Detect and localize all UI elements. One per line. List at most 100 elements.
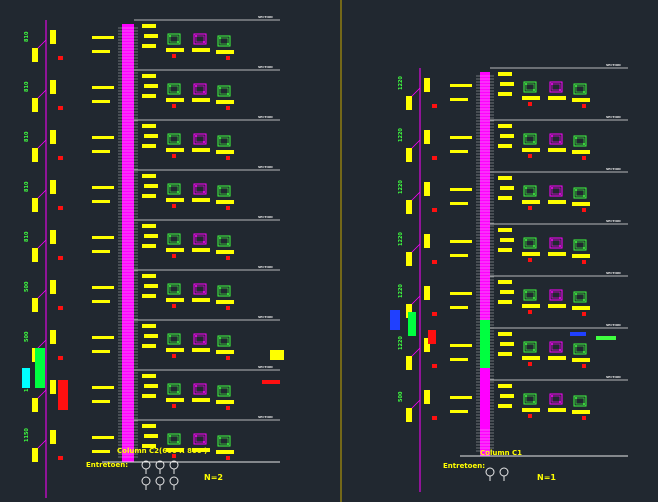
- section-tag: [166, 148, 184, 152]
- column-section-inner: [219, 287, 229, 295]
- column-section-outline: [193, 133, 207, 145]
- section-note: SECTION: [606, 375, 621, 379]
- section-tag: [166, 248, 184, 252]
- section-tag: [216, 50, 234, 54]
- column-section-bar: [551, 239, 553, 241]
- bar-tag: [92, 36, 114, 39]
- bar-tag: [92, 286, 114, 289]
- section-mark: [528, 414, 532, 418]
- section-mark: [226, 306, 230, 310]
- bar-mark: [58, 106, 63, 110]
- column-section-outline: [167, 333, 181, 345]
- bar-mark: [58, 206, 63, 210]
- column-section: [167, 233, 181, 245]
- column-section-outline: [573, 239, 587, 251]
- column-section-bar: [169, 135, 171, 137]
- bar-tag: [406, 96, 412, 110]
- column-section-outline: [549, 185, 563, 197]
- column-section-outline: [193, 83, 207, 95]
- column-section-bar: [551, 291, 553, 293]
- column-section-bar: [227, 43, 229, 45]
- column-section-outline: [573, 187, 587, 199]
- column-section-outline: [217, 385, 231, 397]
- stirrup-tag: [498, 352, 512, 356]
- bar-tag: [50, 30, 56, 44]
- stirrup-tag: [142, 224, 156, 228]
- stirrup-tag: [500, 394, 514, 398]
- column-section-bar: [551, 187, 553, 189]
- column-section-bar: [177, 241, 179, 243]
- beam-mark: [596, 336, 616, 340]
- left-column-detail: 81081081081081050050011201150SECTIONSECT…: [22, 15, 284, 498]
- column-section-bar: [525, 239, 527, 241]
- bar-tag: [92, 186, 114, 189]
- bar-tag: [50, 380, 56, 394]
- bar-tag: [50, 330, 56, 344]
- column-section-inner: [551, 291, 561, 299]
- stirrup-icon-ring: [485, 467, 495, 477]
- column-section-bar: [583, 195, 585, 197]
- bar-tag: [32, 448, 38, 462]
- column-section-bar: [177, 91, 179, 93]
- stirrup-tag: [144, 134, 158, 138]
- column-section-inner: [219, 437, 229, 445]
- column-section-bar: [533, 141, 535, 143]
- column-section: [193, 183, 207, 195]
- joint-block: [408, 312, 416, 336]
- column-section: [523, 341, 537, 353]
- bar-tag: [92, 386, 114, 389]
- column-section-bar: [195, 135, 197, 137]
- column-section-bar: [203, 391, 205, 393]
- column-section-bar: [203, 441, 205, 443]
- stirrup-icon: [141, 460, 151, 474]
- section-tag: [522, 408, 540, 412]
- bar-tag: [50, 130, 56, 144]
- column-section-bar: [219, 87, 221, 89]
- column-section-bar: [533, 401, 535, 403]
- bar-tag: [450, 292, 472, 295]
- dimension-label: 810: [24, 181, 30, 192]
- column-section-outline: [573, 395, 587, 407]
- column-section-outline: [217, 285, 231, 297]
- stirrup-icon-ring: [141, 476, 151, 486]
- dimension-label: 1220: [398, 76, 404, 90]
- column-section-outline: [523, 393, 537, 405]
- bar-tag: [406, 148, 412, 162]
- column-section-bar: [219, 187, 221, 189]
- column-section-bar: [533, 245, 535, 247]
- column-section-bar: [219, 137, 221, 139]
- section-note: SECTION: [606, 167, 621, 171]
- column-section-outline: [193, 233, 207, 245]
- column-section-bar: [169, 385, 171, 387]
- column-section-outline: [167, 283, 181, 295]
- column-section-inner: [169, 235, 179, 243]
- section-tag: [192, 398, 210, 402]
- column-section-inner: [169, 185, 179, 193]
- bar-tag: [450, 188, 472, 191]
- section-mark: [582, 208, 586, 212]
- section-tag: [572, 306, 590, 310]
- column-section-inner: [525, 395, 535, 403]
- column-section-outline: [217, 335, 231, 347]
- column-section: [549, 133, 563, 145]
- section-tag: [572, 150, 590, 154]
- stirrup-tag: [144, 184, 158, 188]
- column-section-inner: [195, 435, 205, 443]
- main-bars: [122, 24, 134, 462]
- column-section-outline: [523, 289, 537, 301]
- column-section-inner: [525, 135, 535, 143]
- column-section-inner: [551, 395, 561, 403]
- bar-tag: [424, 130, 430, 144]
- stirrup-tag: [500, 134, 514, 138]
- column-section-outline: [193, 283, 207, 295]
- column-section-inner: [195, 135, 205, 143]
- column-section-bar: [583, 351, 585, 353]
- joint-tag: [270, 350, 284, 360]
- column-section-outline: [549, 237, 563, 249]
- column-section-inner: [169, 35, 179, 43]
- section-note: SECTION: [258, 365, 273, 369]
- dimension-label: 810: [24, 81, 30, 92]
- left-count-label: N=2: [204, 473, 223, 482]
- column-section-bar: [575, 293, 577, 295]
- column-section-bar: [169, 185, 171, 187]
